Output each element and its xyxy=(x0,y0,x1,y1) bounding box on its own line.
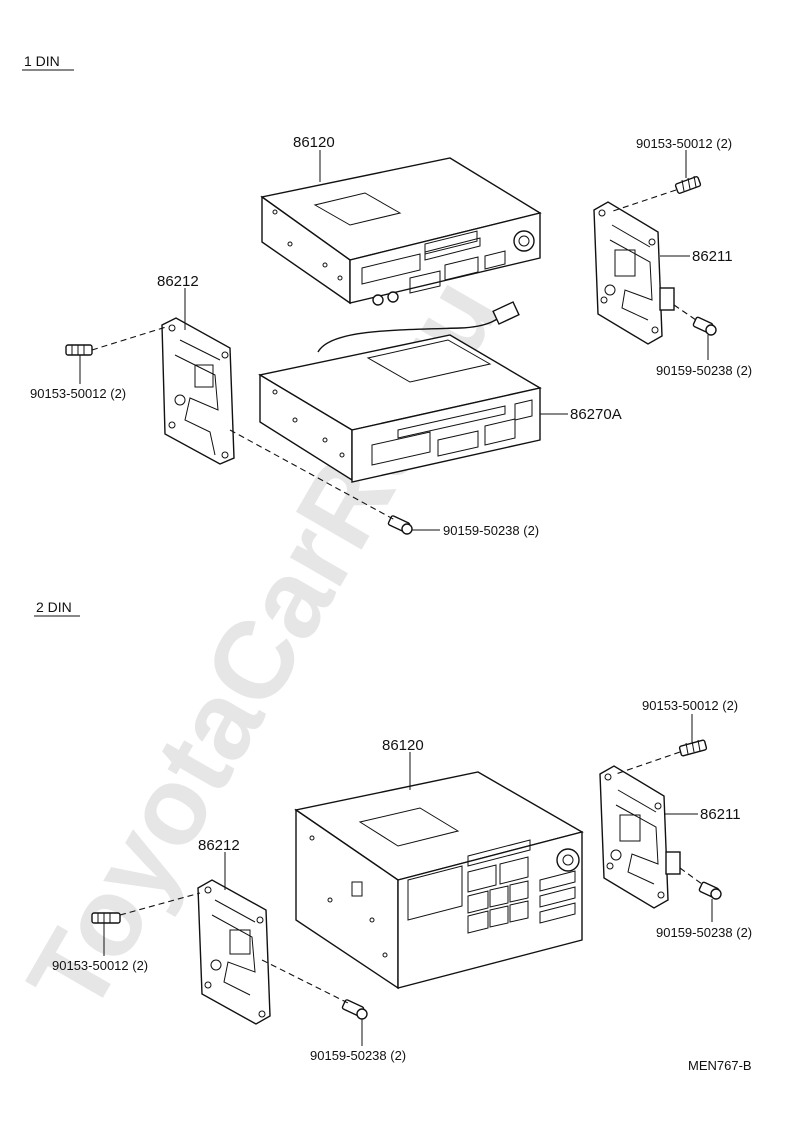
label-bolt-left-1din: 90153-50012 (2) xyxy=(30,386,126,401)
bolt-left-1din xyxy=(65,344,93,356)
dashed-guide-bolt-top-right-2din xyxy=(615,751,681,775)
figure-code: MEN767-B xyxy=(688,1058,752,1073)
label-bolt-left-2din: 90153-50012 (2) xyxy=(52,958,148,973)
dashed-guide-screw-bottom-2din xyxy=(261,959,349,1004)
label-radio-2din: 86120 xyxy=(382,737,424,754)
bolt-top-right-2din xyxy=(678,739,708,757)
bracket-right-1din xyxy=(593,201,675,345)
bolt-left-2din xyxy=(91,912,121,924)
label-screw-right-1din: 90159-50238 (2) xyxy=(656,363,752,378)
label-screw-bottom-2din: 90159-50238 (2) xyxy=(310,1048,406,1063)
bolt-top-right-1din xyxy=(674,175,702,194)
dashed-guide-bolt-top-right-1din xyxy=(609,189,677,213)
radio-unit-2din xyxy=(294,771,584,990)
label-bracket-left-2din: 86212 xyxy=(198,837,240,854)
section-title-2-din: 2 DIN xyxy=(36,599,72,615)
label-screw-bottom-1din: 90159-50238 (2) xyxy=(443,523,539,538)
label-bolt-top-right-2din: 90153-50012 (2) xyxy=(642,698,738,713)
cd-unit-1din xyxy=(258,301,542,483)
radio-unit-1din xyxy=(260,157,542,306)
bracket-left-1din xyxy=(161,317,235,465)
dashed-guide-bolt-left-1din xyxy=(91,326,167,351)
label-bracket-right-1din: 86211 xyxy=(692,248,733,265)
screw-right-2din xyxy=(698,881,722,900)
label-screw-right-2din: 90159-50238 (2) xyxy=(656,925,752,940)
screw-bottom-1din xyxy=(387,515,413,535)
section-2-din: 2 DIN xyxy=(34,599,752,1063)
screw-bottom-2din xyxy=(341,999,368,1020)
screw-right-1din xyxy=(692,316,717,336)
dashed-guide-screw-right-2din xyxy=(679,867,703,885)
label-radio-1din: 86120 xyxy=(293,134,335,151)
label-bracket-right-2din: 86211 xyxy=(700,806,741,823)
label-cd-1din: 86270A xyxy=(570,406,622,423)
section-1-din: 1 DIN 86120 xyxy=(22,53,752,538)
label-bracket-left-1din: 86212 xyxy=(157,273,199,290)
dashed-guide-screw-right-1din xyxy=(673,304,697,321)
section-title-1-din: 1 DIN xyxy=(24,53,60,69)
bracket-left-2din xyxy=(197,879,271,1025)
bracket-right-2din xyxy=(599,765,681,909)
dashed-guide-bolt-left-2din xyxy=(119,892,201,916)
label-bolt-top-right-1din: 90153-50012 (2) xyxy=(636,136,732,151)
dashed-guide-screw-bottom-1din xyxy=(229,429,396,521)
